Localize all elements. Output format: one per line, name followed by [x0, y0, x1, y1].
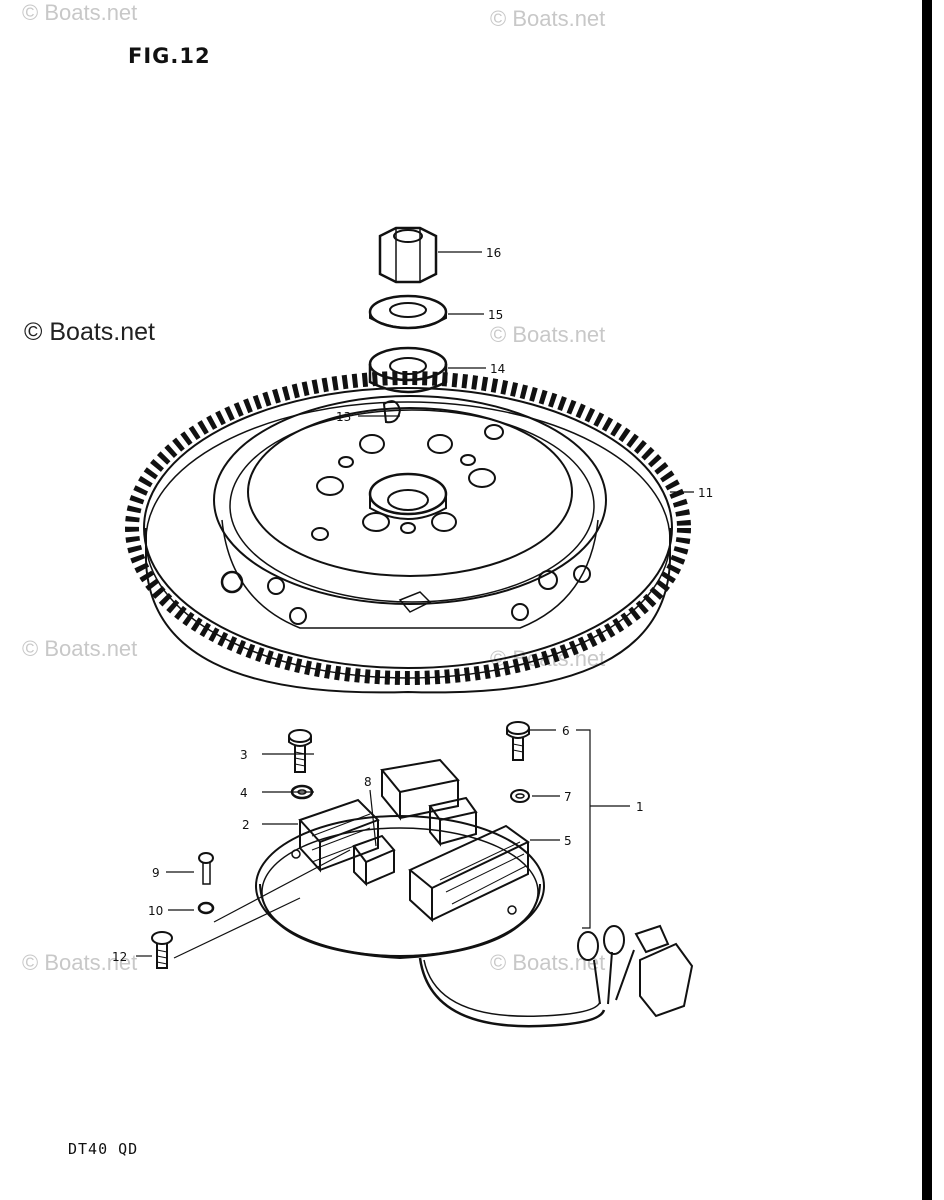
callout-4: 4	[240, 786, 248, 800]
washer[interactable]	[368, 294, 448, 330]
model-code: DT40 QD	[68, 1140, 139, 1158]
callout-12: 12	[112, 950, 127, 964]
watermark: © Boats.net	[22, 950, 138, 975]
callout-6: 6	[562, 724, 570, 738]
figure-title: FIG.12	[128, 44, 211, 68]
callout-15: 15	[488, 308, 503, 322]
callout-9: 9	[152, 866, 160, 880]
washer-10[interactable]	[197, 901, 215, 915]
washer-7[interactable]	[510, 789, 530, 803]
stator-assembly[interactable]	[255, 758, 694, 1028]
watermark: © Boats.net	[22, 0, 138, 25]
callout-7: 7	[564, 790, 572, 804]
watermark: © Boats.net	[490, 322, 606, 347]
callout-14: 14	[490, 362, 505, 376]
callout-2: 2	[242, 818, 250, 832]
screw-9[interactable]	[198, 852, 214, 885]
watermark: © Boats.net	[490, 6, 606, 31]
page-edge-border	[922, 0, 932, 1200]
screw-3[interactable]	[288, 729, 312, 773]
screw-12[interactable]	[151, 931, 173, 969]
callout-10: 10	[148, 904, 163, 918]
callout-13: 13	[336, 410, 351, 424]
watermark: © Boats.net	[22, 636, 138, 661]
callout-11: 11	[698, 486, 713, 500]
watermark-main: © Boats.net	[24, 318, 155, 346]
watermark: © Boats.net	[490, 950, 606, 975]
flywheel[interactable]	[125, 371, 691, 694]
screw-6[interactable]	[506, 721, 530, 761]
callout-3: 3	[240, 748, 248, 762]
callout-labels: 16 15 14 13 11 3 4 2 6 7 8 5 1 9 10 12	[112, 246, 713, 964]
callout-1: 1	[636, 800, 644, 814]
callout-8: 8	[364, 775, 372, 789]
callout-16: 16	[486, 246, 501, 260]
leader-lines	[136, 251, 694, 959]
callout-5: 5	[564, 834, 572, 848]
flywheel-nut[interactable]	[378, 226, 438, 284]
spacer[interactable]	[368, 346, 448, 394]
woodruff-key[interactable]	[382, 400, 402, 424]
